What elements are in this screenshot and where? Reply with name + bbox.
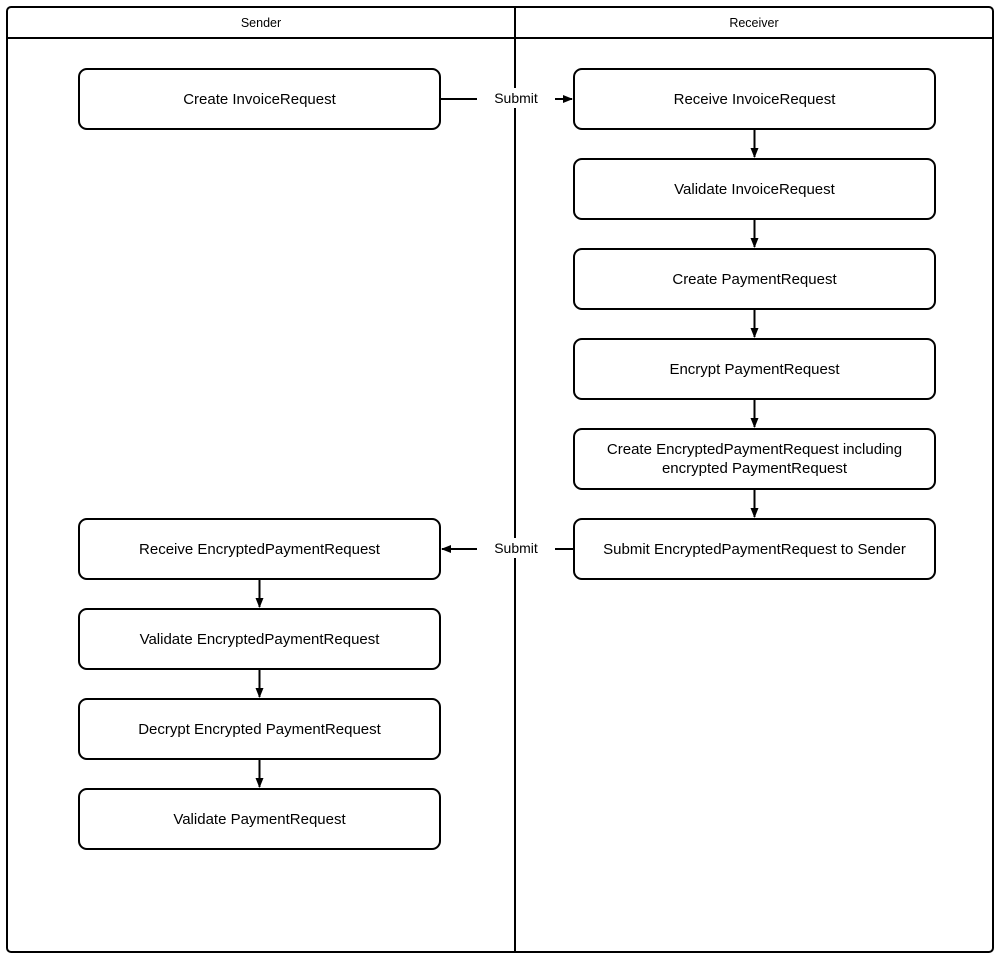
node-create-paymentrequest[interactable] <box>573 248 936 310</box>
node-validate-paymentrequest[interactable] <box>78 788 441 850</box>
node-create-encryptedpaymentrequest[interactable] <box>573 428 936 490</box>
lane-title-receiver: Receiver <box>729 15 779 30</box>
node-encrypt-paymentrequest[interactable] <box>573 338 936 400</box>
node-validate-encryptedpaymentrequest[interactable] <box>78 608 441 670</box>
node-receive-invoicerequest[interactable] <box>573 68 936 130</box>
edge-label-submit-encryptedpaymentrequest: Submit <box>477 538 555 558</box>
node-create-invoicerequest[interactable] <box>78 68 441 130</box>
edge-label-submit-invoicerequest: Submit <box>477 88 555 108</box>
node-submit-encryptedpaymentrequest-to-sender[interactable] <box>573 518 936 580</box>
node-validate-invoicerequest[interactable] <box>573 158 936 220</box>
lane-title-sender: Sender <box>240 15 282 30</box>
node-receive-encryptedpaymentrequest[interactable] <box>78 518 441 580</box>
node-decrypt-encrypted-paymentrequest[interactable] <box>78 698 441 760</box>
